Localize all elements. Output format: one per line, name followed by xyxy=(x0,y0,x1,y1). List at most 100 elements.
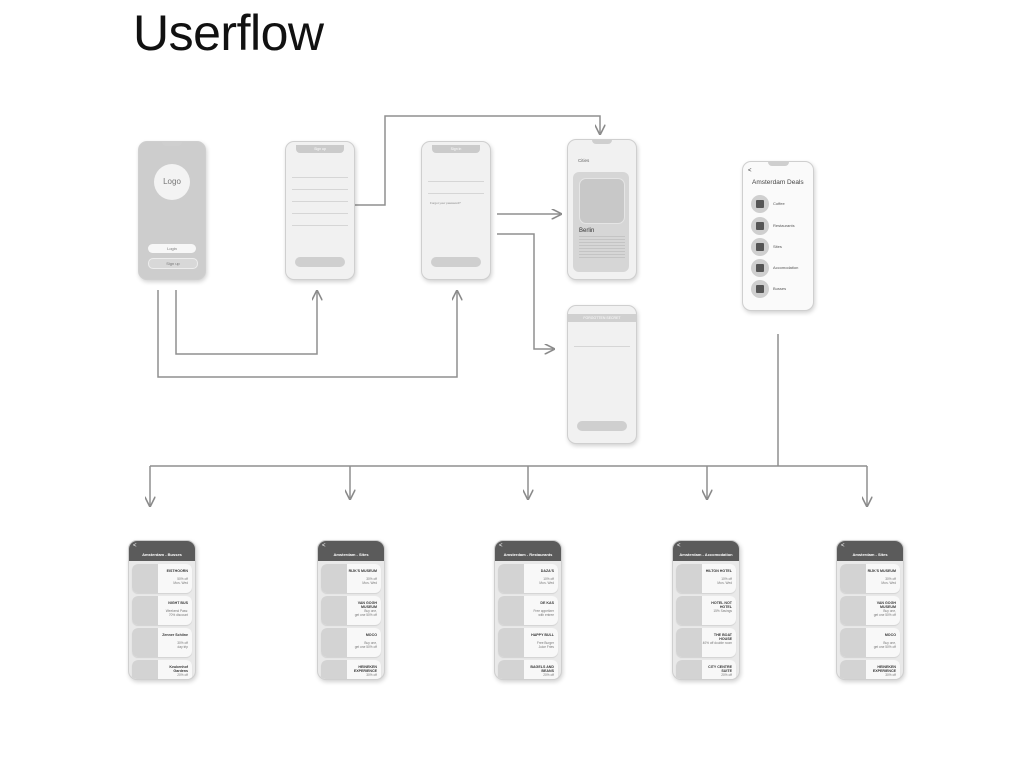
list-item[interactable]: RIJK'S MUSEUM 30% off Mon- Wed xyxy=(321,564,381,593)
back-icon[interactable]: < xyxy=(841,543,845,549)
item-thumbnail xyxy=(132,628,158,657)
item-description: 30% off xyxy=(885,673,896,677)
email-field[interactable] xyxy=(574,340,630,347)
coffee-icon xyxy=(751,195,769,213)
bus-icon xyxy=(751,280,769,298)
list-item[interactable]: MOCO Buy one, get one 50% off xyxy=(840,628,900,657)
item-description: Buy one, get one 50% off xyxy=(354,609,377,617)
item-description: Buy one, get one 50% off xyxy=(354,641,377,649)
list-title: Amsterdam - Sites xyxy=(852,552,888,557)
item-description: 20% off xyxy=(177,673,188,677)
login-button[interactable]: Login xyxy=(148,244,196,253)
back-icon[interactable]: < xyxy=(748,168,752,174)
item-thumbnail xyxy=(676,628,702,657)
list-title: Amsterdam - Busses xyxy=(142,552,182,557)
item-description: 30% off Mon- Wed xyxy=(362,577,377,585)
phone-notch xyxy=(767,162,789,166)
item-name: MOCO xyxy=(884,633,896,637)
list-header: < Amsterdam - Busses xyxy=(129,541,195,561)
signin-submit-button[interactable] xyxy=(431,257,481,267)
signup-field[interactable] xyxy=(292,172,348,178)
item-thumbnail xyxy=(498,564,524,593)
city-name: Berlin xyxy=(579,228,595,234)
signup-field[interactable] xyxy=(292,184,348,190)
item-name: HAPPY BULL xyxy=(531,633,554,637)
item-name: HEINEKEN EXPERIENCE xyxy=(872,665,896,674)
page-title: Userflow xyxy=(133,5,324,61)
signin-header: Sign in xyxy=(432,145,480,153)
deals-screen: < Amsterdam Deals Coffee Restaurants Sit… xyxy=(742,161,814,311)
reset-button[interactable] xyxy=(577,421,627,431)
list-title: Amsterdam - Accomodation xyxy=(679,552,733,557)
item-name: VAN GOGH MUSEUM xyxy=(357,601,377,610)
item-name: HOTEL NOT HOTEL xyxy=(711,601,732,610)
item-name: THE BOAT HOUSE xyxy=(713,633,732,642)
item-thumbnail xyxy=(498,596,524,625)
signin-field[interactable] xyxy=(428,176,484,182)
item-name: HILTON HOTEL xyxy=(705,569,732,573)
item-name: HEINEKEN EXPERIENCE xyxy=(353,665,377,674)
city-image xyxy=(579,178,625,224)
back-icon[interactable]: < xyxy=(677,543,681,549)
signup-field[interactable] xyxy=(292,208,348,214)
cities-header: Cities xyxy=(578,158,590,163)
list-header: < Amsterdam - Sites xyxy=(837,541,903,561)
back-icon[interactable]: < xyxy=(133,543,137,549)
cities-screen: Cities Berlin xyxy=(567,139,637,280)
arrow-signin-to-forgot xyxy=(497,233,553,349)
restaurant-icon xyxy=(751,217,769,235)
item-thumbnail xyxy=(498,628,524,657)
item-thumbnail xyxy=(840,660,866,679)
arrow-login-to-signup xyxy=(175,290,317,355)
deal-category-label: Restaurants xyxy=(773,223,795,228)
signup-button[interactable]: Sign up xyxy=(148,258,198,269)
list-title: Amsterdam - Sites xyxy=(333,552,369,557)
signin-field[interactable] xyxy=(428,188,484,194)
item-name: DE KAS xyxy=(540,601,554,605)
item-thumbnail xyxy=(840,596,866,625)
back-icon[interactable]: < xyxy=(499,543,503,549)
signup-field[interactable] xyxy=(292,220,348,226)
item-thumbnail xyxy=(840,564,866,593)
item-name: Zenner Schiine xyxy=(162,633,188,637)
item-description: 20% off xyxy=(543,673,554,677)
item-name: VAN GOGH MUSEUM xyxy=(876,601,896,610)
forgot-password-link[interactable]: Forgot your password? xyxy=(430,201,461,205)
city-card[interactable]: Berlin xyxy=(573,172,629,272)
item-thumbnail xyxy=(840,628,866,657)
item-name: RIJK'S MUSEUM xyxy=(348,569,377,573)
signup-field[interactable] xyxy=(292,196,348,202)
signin-screen: Sign in Forgot your password? xyxy=(421,141,491,280)
item-thumbnail xyxy=(676,660,702,679)
list-header: <Amsterdam - Restaurants xyxy=(495,541,561,561)
item-description: 20% off xyxy=(721,673,732,677)
item-description: Buy one, get one 50% off xyxy=(873,641,896,649)
list-header: < Amsterdam - Sites xyxy=(318,541,384,561)
back-icon[interactable]: < xyxy=(322,543,326,549)
city-description xyxy=(579,236,625,258)
list-header: < Amsterdam - Accomodation xyxy=(673,541,739,561)
signup-screen: Sign up xyxy=(285,141,355,280)
item-thumbnail xyxy=(321,564,347,593)
item-name: CITY CENTRE SUITE xyxy=(708,665,732,674)
signup-submit-button[interactable] xyxy=(295,257,345,267)
